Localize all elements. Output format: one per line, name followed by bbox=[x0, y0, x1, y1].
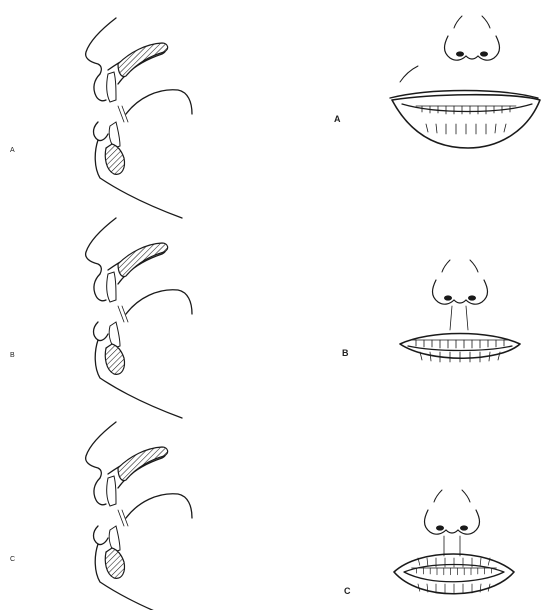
panel-b-front-label: B bbox=[342, 348, 349, 358]
panel-a-front-view bbox=[390, 16, 540, 148]
panel-c-front-view bbox=[394, 490, 514, 594]
panel-b-front-view bbox=[400, 260, 520, 362]
panel-a: A A bbox=[10, 16, 540, 218]
panel-a-side-view bbox=[86, 18, 192, 218]
panel-c: C C bbox=[10, 422, 514, 610]
panel-a-front-label: A bbox=[334, 114, 341, 124]
panel-b-side-label: B bbox=[10, 352, 15, 359]
panel-c-side-label: C bbox=[10, 556, 15, 563]
panel-a-side-label: A bbox=[10, 147, 15, 154]
panel-c-side-view bbox=[86, 422, 192, 610]
panel-b-side-view bbox=[86, 218, 192, 418]
panel-b: B B bbox=[10, 218, 520, 418]
panel-c-front-label: C bbox=[344, 586, 351, 596]
